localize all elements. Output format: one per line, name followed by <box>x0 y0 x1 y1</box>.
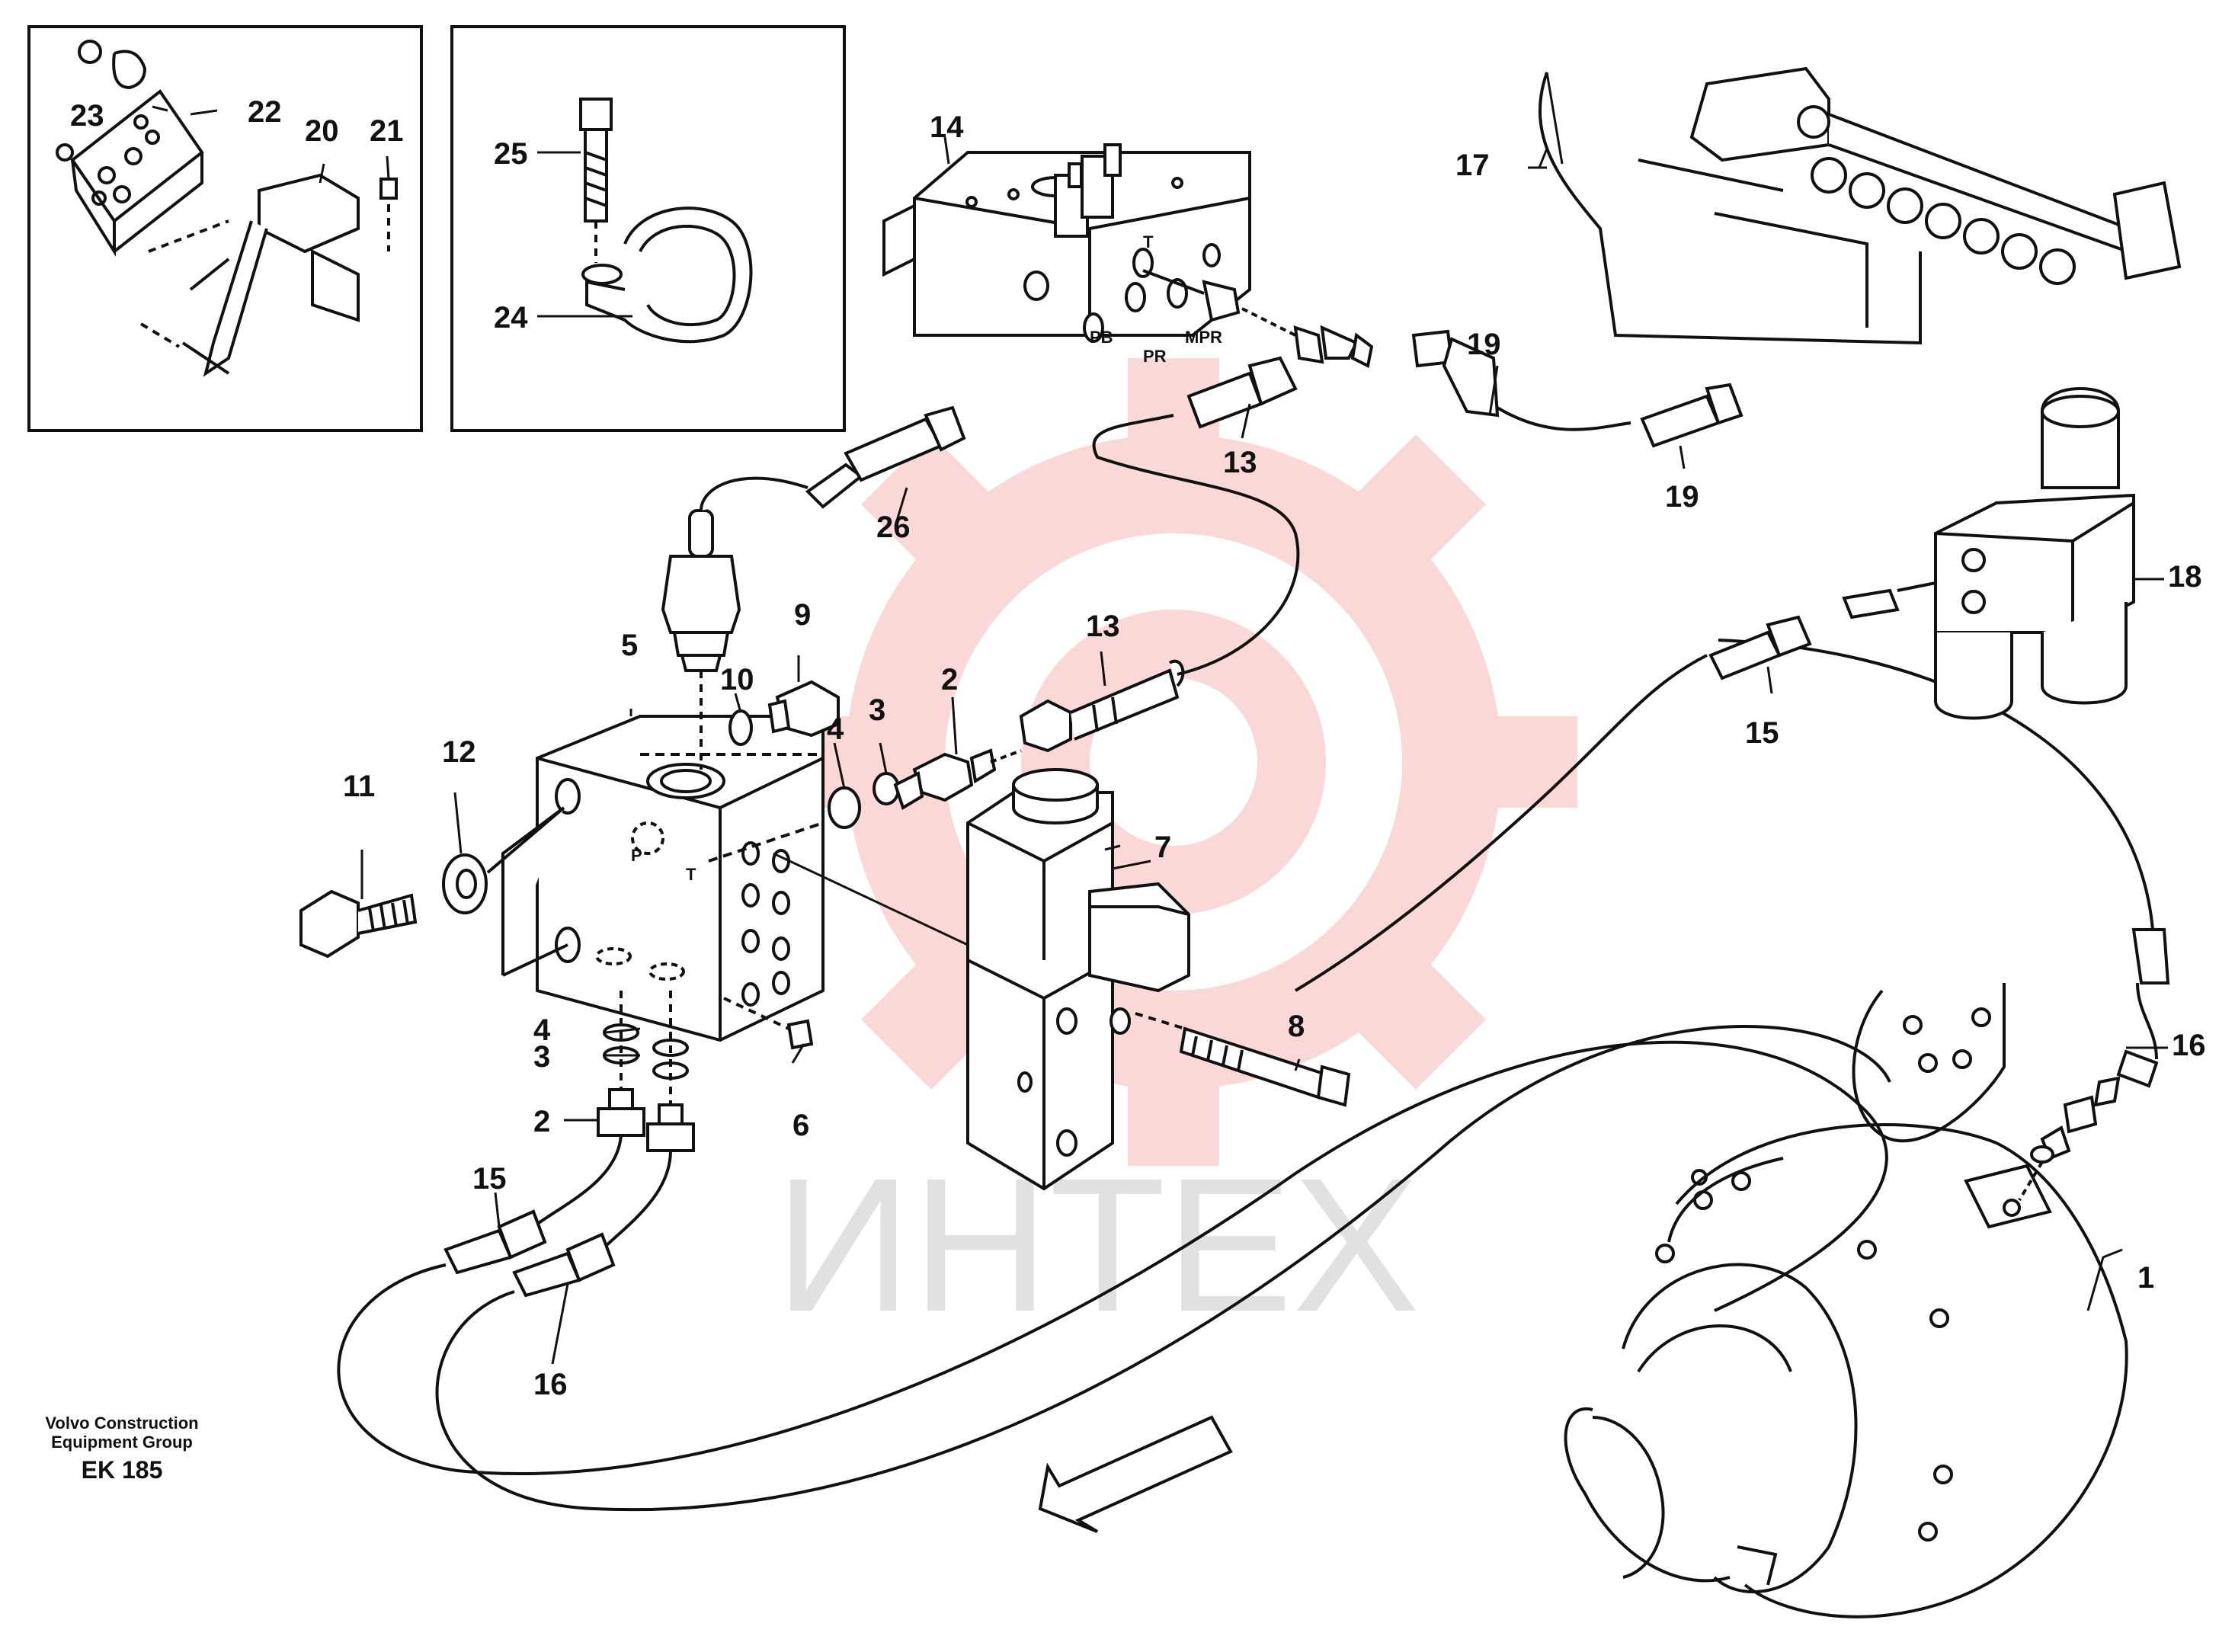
callout-15-lower: 15 <box>472 1162 507 1196</box>
callout-19-lower: 19 <box>1665 480 1699 514</box>
callout-labels: 1 2 2 3 3 4 4 5 6 7 8 9 10 11 12 13 13 1… <box>70 95 2206 1401</box>
plug-screw <box>723 997 814 1050</box>
callout-20: 20 <box>305 114 339 148</box>
bolt-and-washer <box>299 806 568 977</box>
fittings-row <box>728 659 1185 829</box>
callout-16-lower: 16 <box>533 1368 568 1401</box>
pressure-sensor <box>661 405 966 770</box>
callout-12: 12 <box>442 735 476 769</box>
callout-24: 24 <box>494 301 528 335</box>
long-bolt <box>773 852 1351 1107</box>
callout-17: 17 <box>1455 149 1490 182</box>
callout-3-lower: 3 <box>533 1040 550 1074</box>
valve-manifold <box>882 143 1251 343</box>
callout-11: 11 <box>343 770 375 803</box>
caption-line-2: Equipment Group <box>51 1433 193 1452</box>
callout-23: 23 <box>70 99 104 133</box>
main-valve-assembly <box>1539 66 2182 345</box>
port-labels: T PB PR MPR P T <box>631 232 1222 884</box>
upper-fittings <box>1142 269 1812 680</box>
leader-lines <box>152 72 2168 1365</box>
port-pr: PR <box>1143 347 1167 366</box>
port-t-block: T <box>686 865 696 884</box>
callout-3: 3 <box>869 693 885 727</box>
callout-6: 6 <box>792 1109 809 1142</box>
callout-4-lower: 4 <box>533 1013 551 1047</box>
caption: Volvo Construction Equipment Group EK 18… <box>45 1413 198 1484</box>
callout-16: 16 <box>2172 1029 2206 1062</box>
port-t-manifold: T <box>1143 232 1154 251</box>
callout-13-upper: 13 <box>1223 446 1257 479</box>
inset-clamp <box>450 25 846 432</box>
caption-line-1: Volvo Construction <box>45 1413 198 1433</box>
drive-axle <box>1564 983 2128 1618</box>
callout-22: 22 <box>248 95 282 129</box>
callout-5: 5 <box>621 629 638 662</box>
callout-13: 13 <box>1086 610 1120 643</box>
accumulator-valve <box>1842 387 2135 720</box>
callout-1: 1 <box>2137 1261 2154 1295</box>
valve-block <box>536 715 825 1042</box>
callout-26: 26 <box>876 511 911 544</box>
callout-2: 2 <box>941 663 958 696</box>
solenoid-valve <box>966 768 1190 1191</box>
callout-9: 9 <box>794 598 811 632</box>
direction-arrow-icon <box>1038 1415 1233 1533</box>
hose-fittings-right <box>2018 928 2170 1202</box>
port-pb: PB <box>1090 328 1113 347</box>
watermark: ИНТЕХ <box>770 358 1577 1351</box>
callout-2-lower: 2 <box>533 1105 550 1138</box>
callout-19: 19 <box>1467 328 1501 361</box>
callout-18: 18 <box>2168 560 2202 594</box>
callout-15: 15 <box>1745 716 1779 750</box>
watermark-text: ИНТЕХ <box>775 1138 1420 1351</box>
callout-21: 21 <box>370 114 404 148</box>
callout-8: 8 <box>1288 1010 1305 1043</box>
callout-7: 7 <box>1154 831 1171 864</box>
callout-10: 10 <box>720 663 754 696</box>
lower-fittings <box>443 991 695 1298</box>
watermark-gear-icon <box>770 358 1577 1166</box>
inset-bracket <box>27 25 423 432</box>
callout-14: 14 <box>930 110 964 144</box>
caption-code: EK 185 <box>82 1456 163 1484</box>
port-mpr: MPR <box>1185 328 1222 347</box>
port-p: P <box>631 846 642 865</box>
callout-25: 25 <box>494 137 528 171</box>
callout-4: 4 <box>827 712 844 746</box>
